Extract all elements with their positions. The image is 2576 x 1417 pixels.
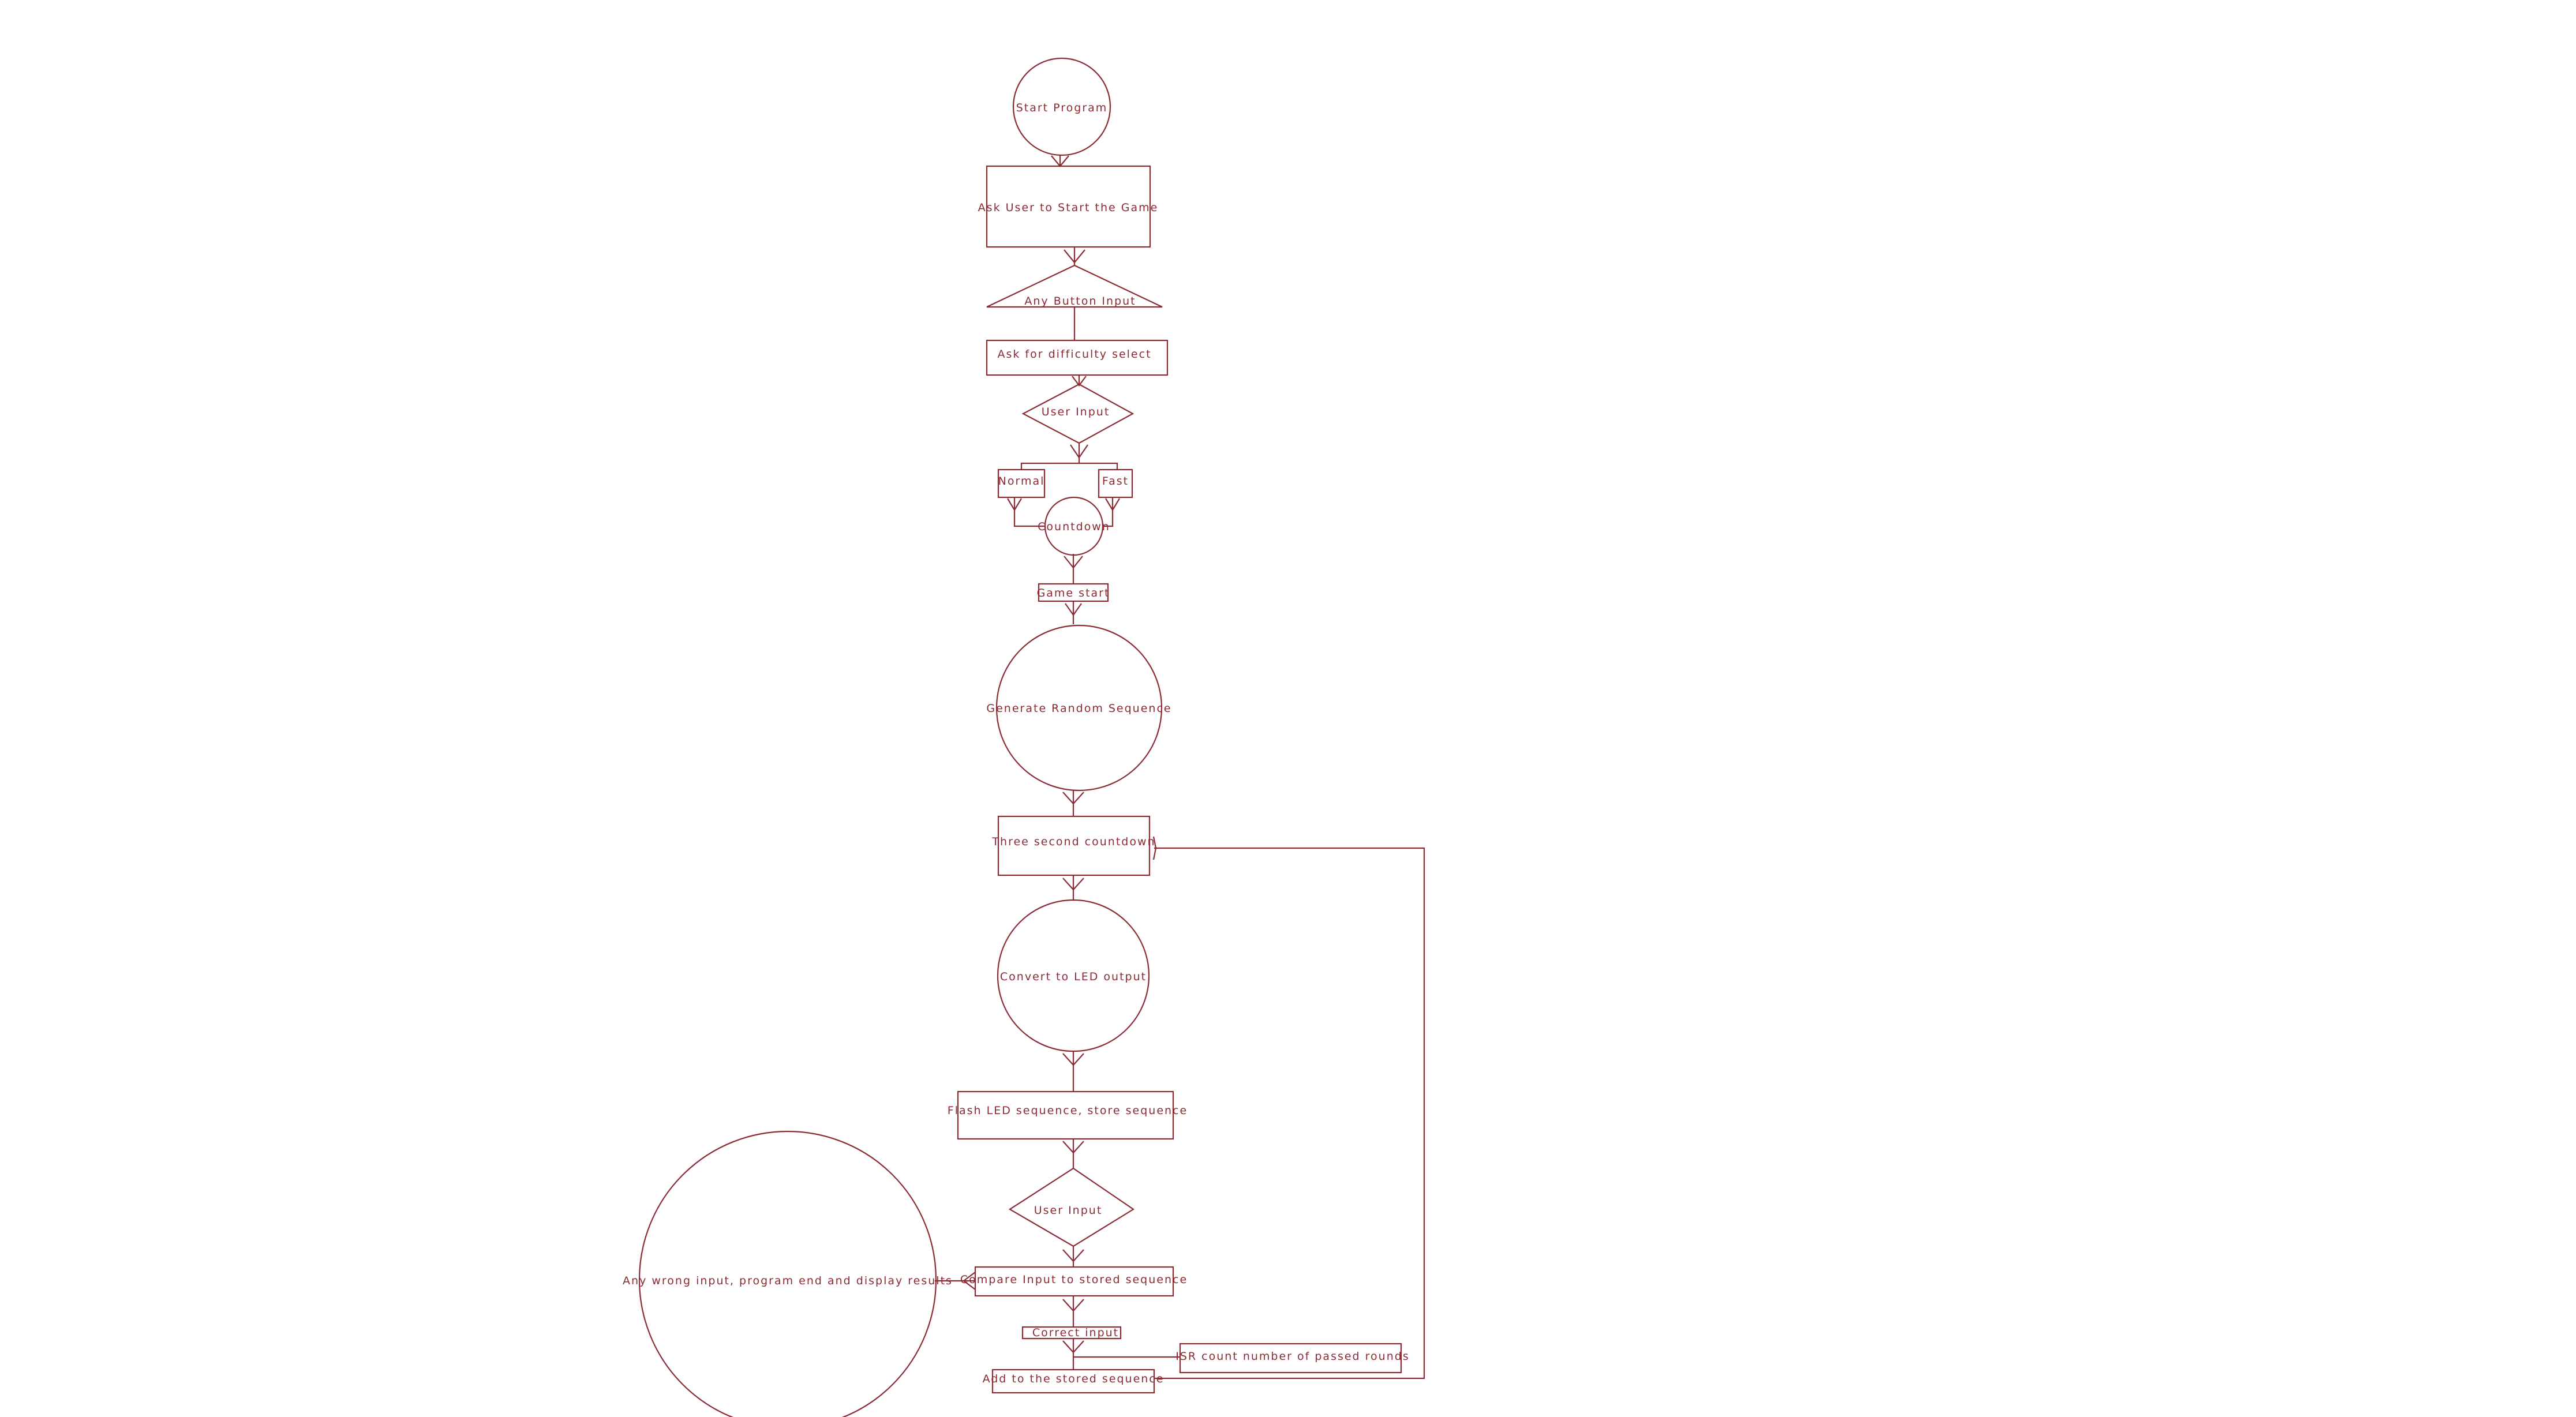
node-label: Any wrong input, program end and display… <box>623 1274 953 1287</box>
node-label: Ask User to Start the Game <box>978 201 1159 214</box>
node-label: ISR count number of passed rounds <box>1175 1350 1409 1363</box>
arrow-icon <box>1070 444 1088 459</box>
node-label: User Input <box>1034 1204 1103 1217</box>
arrow-icon <box>1152 836 1157 860</box>
connector-normal-to-countdown <box>1013 497 1044 527</box>
arrow-icon <box>1062 878 1084 891</box>
node-normal: Normal <box>997 468 1046 498</box>
node-fast: Fast <box>1098 468 1133 498</box>
node-label: Game start <box>1037 587 1110 599</box>
arrow-icon <box>1062 792 1084 805</box>
node-any-button-input: Any Button Input <box>986 264 1163 308</box>
arrow-icon <box>1062 1249 1084 1262</box>
arrow-icon <box>1007 498 1022 512</box>
arrow-icon <box>1062 1141 1084 1154</box>
node-ask-difficulty: Ask for difficulty select <box>986 339 1169 376</box>
node-label: Any Button Input <box>1024 295 1136 308</box>
node-label: Flash LED sequence, store sequence <box>948 1104 1188 1117</box>
connector-loop-back <box>1154 847 1425 1379</box>
node-game-start: Game start <box>1037 583 1110 602</box>
node-label: Fast <box>1102 475 1129 488</box>
node-user-input-game: User Input <box>1008 1167 1135 1247</box>
arrow-icon <box>1062 1340 1084 1354</box>
node-label: Generate Random Sequence <box>986 702 1171 715</box>
connector-fast-to-countdown <box>1102 497 1114 527</box>
node-label: Convert to LED output <box>1000 970 1147 983</box>
arrow-icon <box>1062 1299 1084 1312</box>
node-wrong-input: Any wrong input, program end and display… <box>623 1130 953 1417</box>
node-compare-input: Compare Input to stored sequence <box>960 1266 1188 1297</box>
node-generate-sequence: Generate Random Sequence <box>986 624 1171 792</box>
node-label: Start Program <box>1016 102 1108 114</box>
arrow-icon <box>1065 603 1082 616</box>
node-correct-input: Correct input <box>1021 1326 1122 1340</box>
node-label: Normal <box>998 475 1045 488</box>
node-isr-count: ISR count number of passed rounds <box>1175 1343 1409 1374</box>
connector-input-split-fast <box>1079 462 1118 470</box>
node-user-input-difficulty: User Input <box>1021 383 1135 444</box>
node-convert-led: Convert to LED output <box>997 899 1150 1052</box>
node-label: Correct input <box>1032 1326 1119 1339</box>
node-three-second-countdown: Three second countdown <box>991 815 1155 876</box>
node-label: Three second countdown <box>991 835 1155 848</box>
node-flash-led: Flash LED sequence, store sequence <box>948 1090 1188 1140</box>
node-label: Add to the stored sequence <box>983 1373 1165 1385</box>
connector-input-split <box>1020 443 1080 470</box>
arrow-icon <box>1062 1053 1084 1066</box>
node-label: Countdown <box>1038 520 1110 533</box>
node-ask-start: Ask User to Start the Game <box>978 165 1159 248</box>
node-label: Compare Input to stored sequence <box>960 1273 1188 1286</box>
arrow-icon <box>1064 556 1083 569</box>
arrowheads <box>963 155 1157 1354</box>
node-start-program: Start Program <box>1012 57 1111 156</box>
node-label: User Input <box>1042 406 1110 418</box>
node-add-stored: Add to the stored sequence <box>983 1369 1165 1394</box>
node-countdown: Countdown <box>1038 496 1110 556</box>
arrow-icon <box>963 1272 976 1290</box>
arrow-icon <box>1072 376 1087 387</box>
node-label: Ask for difficulty select <box>997 348 1151 361</box>
arrow-icon <box>1105 498 1120 512</box>
connectors <box>935 155 1425 1379</box>
arrow-icon <box>1064 249 1085 264</box>
